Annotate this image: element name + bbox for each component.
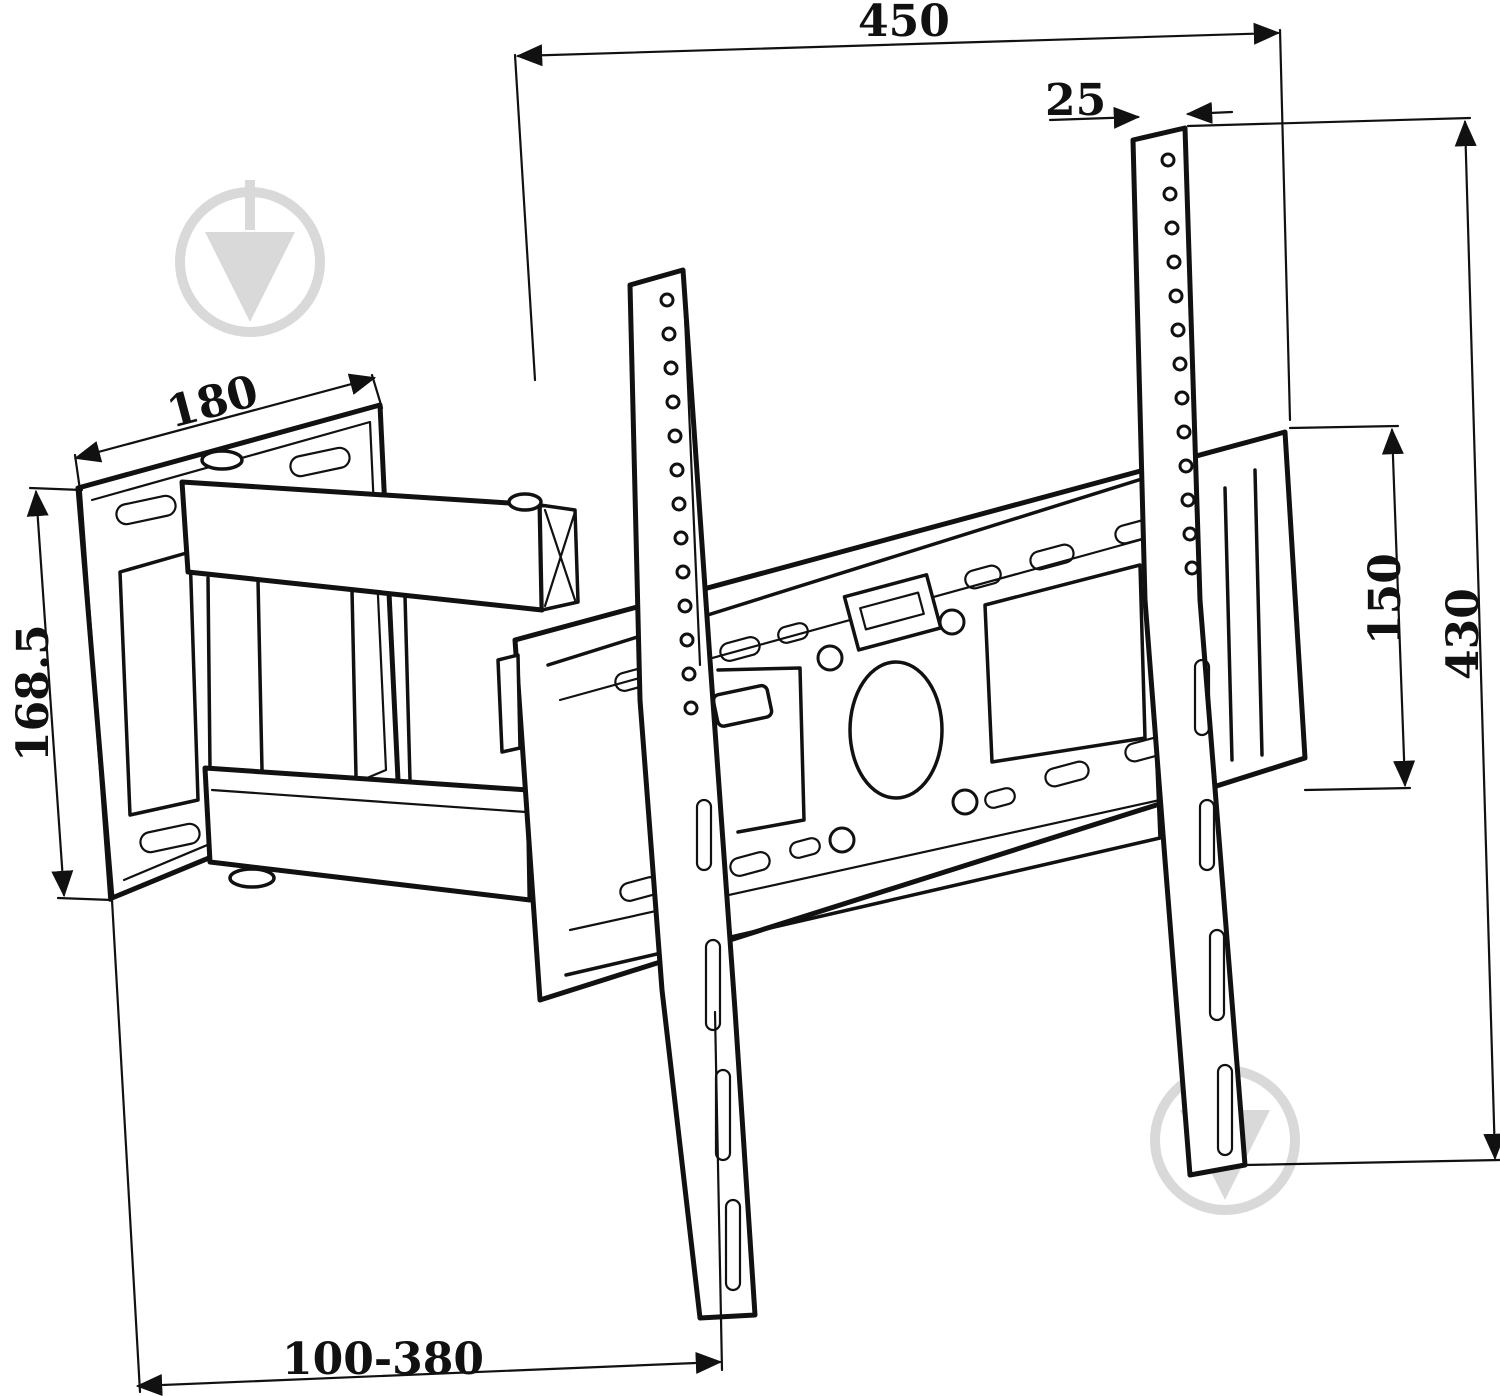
dimension-overall-height: 430	[1438, 588, 1489, 680]
dimension-lines	[26, 22, 1500, 1396]
download-arrow-watermark-icon	[175, 180, 325, 337]
dimension-overall-width: 450	[858, 0, 950, 47]
dimension-wall-plate-width: 180	[162, 366, 264, 439]
dimension-extension: 100-380	[282, 1334, 484, 1385]
dimension-plate-width: 25	[1045, 75, 1106, 126]
right-vertical-bracket	[1130, 125, 1248, 1178]
dimension-center-height: 150	[1360, 553, 1411, 645]
dimension-wall-plate-height: 168.5	[8, 624, 59, 762]
